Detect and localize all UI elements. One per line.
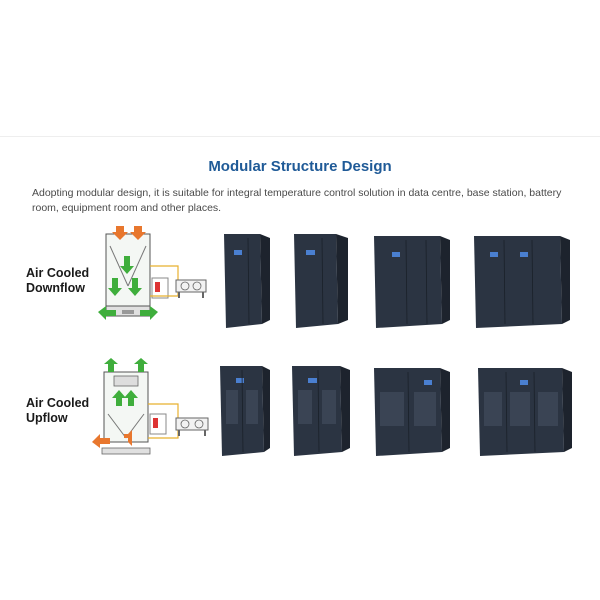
upflow-cabinet-single-small [220, 366, 270, 456]
row-label-downflow: Air Cooled Downflow [26, 266, 106, 296]
row-label-line2: Downflow [26, 281, 86, 295]
downflow-unit-lineup [224, 234, 570, 328]
downflow-cabinet-double [374, 236, 450, 328]
upflow-airflow-diagram-icon [92, 358, 209, 455]
downflow-cabinet-triple [474, 236, 570, 328]
downflow-cabinet-single-small [224, 234, 270, 328]
downflow-airflow-diagram-icon [98, 226, 207, 320]
section-title: Modular Structure Design [208, 158, 392, 175]
top-divider [0, 136, 600, 137]
row-label-line1: Air Cooled [26, 396, 90, 410]
upflow-cabinet-single [292, 366, 350, 456]
upflow-cabinet-double [374, 368, 450, 456]
row-label-line1: Air Cooled [26, 266, 90, 280]
upflow-cabinet-triple [478, 368, 572, 456]
downflow-cabinet-single [294, 234, 348, 328]
upflow-unit-lineup [220, 366, 572, 456]
row-label-line2: Upflow [26, 411, 68, 425]
row-label-upflow: Air Cooled Upflow [26, 396, 106, 426]
section-description: Adopting modular design, it is suitable … [32, 187, 562, 214]
